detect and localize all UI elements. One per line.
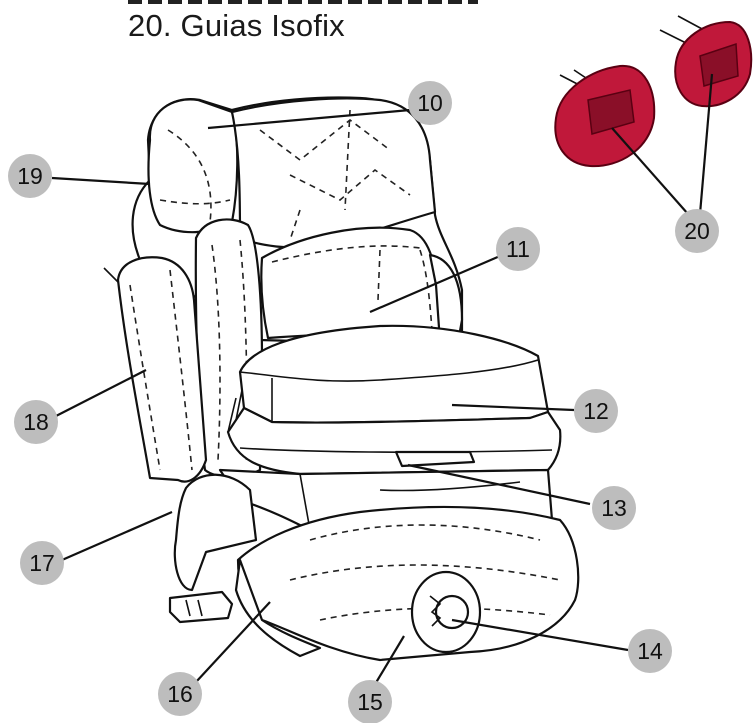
leader-13 (407, 463, 591, 506)
svg-text:20: 20 (684, 218, 710, 244)
isofix-latch-connector (168, 590, 234, 624)
leader-19 (51, 176, 151, 186)
callouts: 10 11 12 13 14 15 16 17 (8, 81, 719, 723)
cropped-text-line (128, 0, 478, 4)
callout-13: 13 (592, 486, 636, 530)
callout-18: 18 (14, 400, 58, 444)
callout-16: 16 (158, 672, 202, 716)
leader-12 (451, 403, 575, 412)
backrest-cushion (260, 226, 442, 340)
base-front-leg (234, 558, 322, 658)
leader-11 (369, 254, 501, 314)
svg-text:10: 10 (417, 90, 443, 116)
isofix-guides (554, 15, 753, 168)
callout-19: 19 (8, 154, 52, 198)
callout-20: 20 (675, 209, 719, 253)
svg-text:14: 14 (637, 638, 663, 664)
adjust-handle (394, 450, 476, 468)
impact-shield-body (226, 406, 562, 476)
recline-dial (434, 594, 470, 630)
svg-text:11: 11 (506, 236, 530, 262)
callout-12: 12 (574, 389, 618, 433)
leader-17 (61, 510, 173, 562)
leader-18 (55, 369, 147, 417)
svg-text:18: 18 (23, 409, 49, 435)
callout-17: 17 (20, 541, 64, 585)
svg-text:15: 15 (357, 689, 383, 715)
leader-10 (207, 108, 411, 130)
callout-10: 10 (408, 81, 452, 125)
headrest (147, 98, 239, 234)
headrest-top-panel (230, 97, 437, 249)
car-seat-illustration (103, 96, 580, 662)
leader-20b (698, 73, 714, 215)
callout-15: 15 (348, 680, 392, 723)
isofix-guide-right (659, 15, 753, 108)
leader-20a (611, 127, 689, 215)
leader-16 (195, 601, 271, 683)
callout-14: 14 (628, 629, 672, 673)
callout-11: 11 (496, 227, 540, 271)
svg-text:19: 19 (17, 163, 43, 189)
svg-text:12: 12 (583, 398, 609, 424)
front-side-pad (173, 473, 258, 592)
leader-lines (51, 73, 714, 687)
leader-15 (373, 635, 405, 687)
isofix-guide-left (554, 64, 656, 168)
isofix-caption: 20. Guias Isofix (128, 8, 345, 43)
seat-base (236, 505, 580, 662)
leader-14 (451, 618, 629, 652)
svg-text:17: 17 (29, 550, 55, 576)
svg-text:16: 16 (167, 681, 193, 707)
svg-text:13: 13 (601, 495, 627, 521)
side-armrest (116, 256, 208, 483)
